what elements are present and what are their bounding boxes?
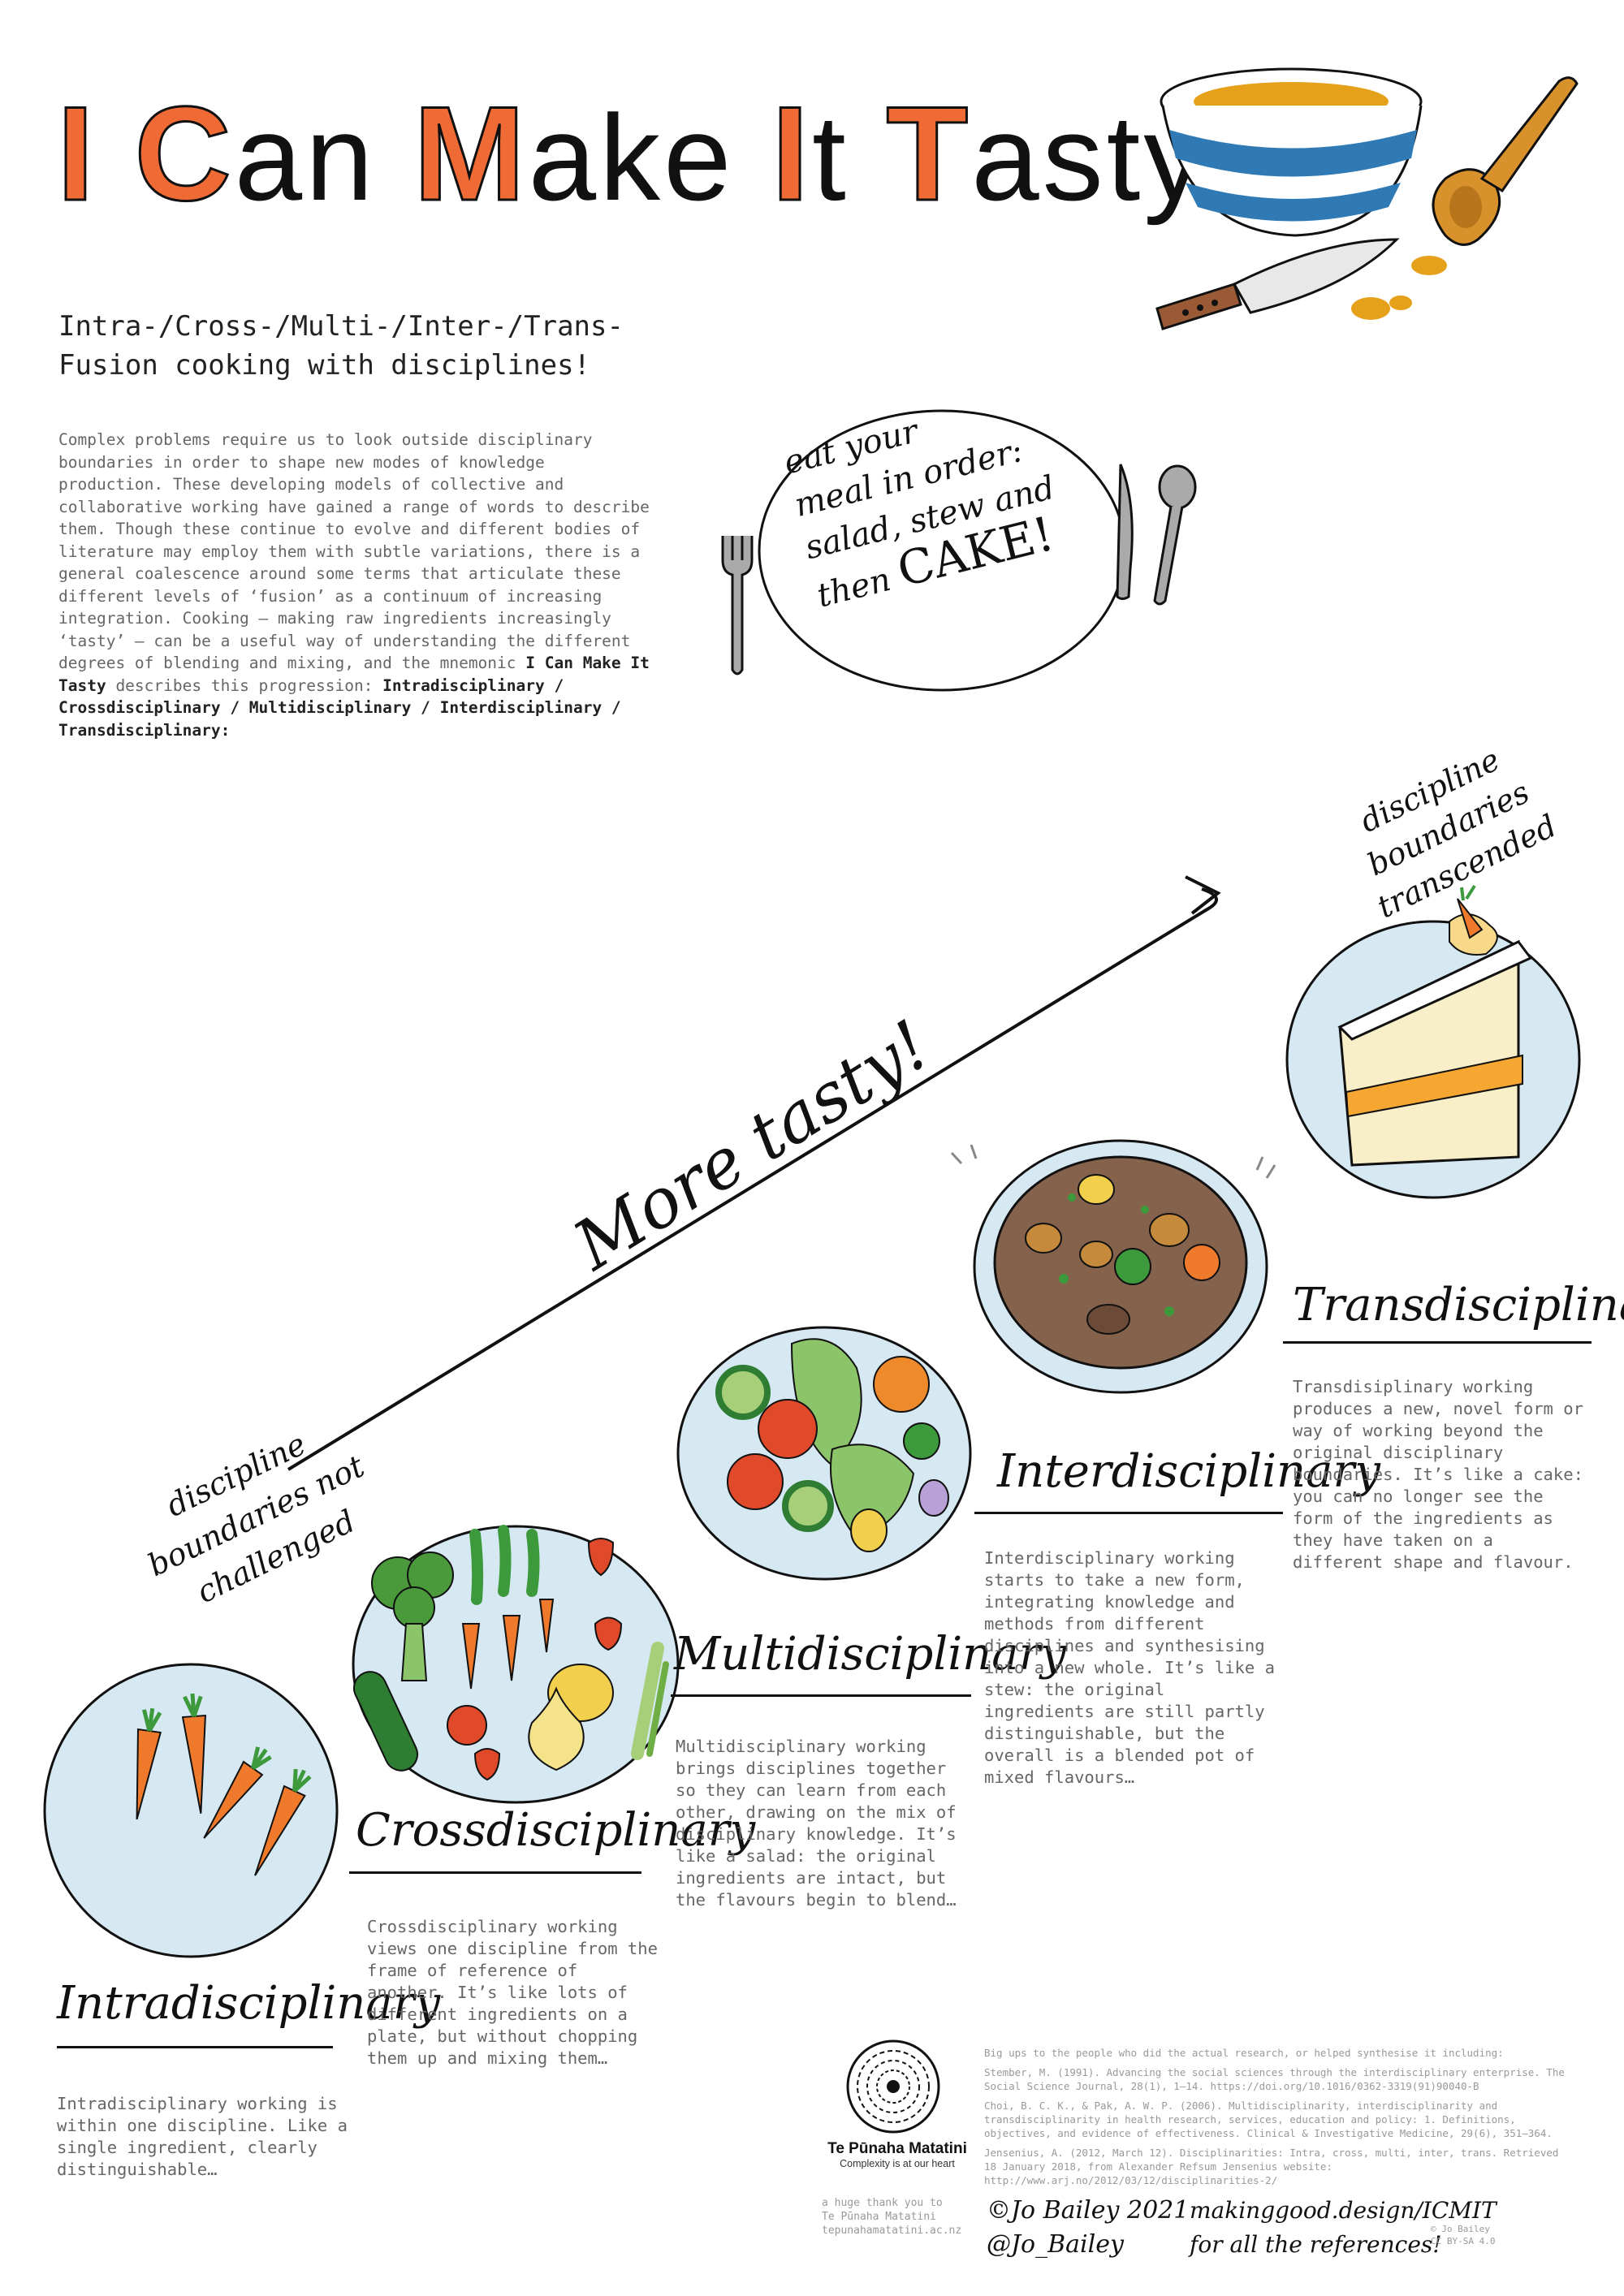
leek-icon	[631, 1642, 669, 1760]
strawberry-icon	[473, 1538, 623, 1781]
level-label-multi: Multidisciplinary	[674, 1628, 1067, 1681]
bowl-spoon-knife-illustration	[1155, 67, 1579, 330]
spilled-sauce-icon	[1351, 256, 1447, 320]
mixing-bowl-icon	[1160, 67, 1423, 237]
plate-note-illustration	[721, 409, 1197, 692]
multi-plate-illustration	[676, 1326, 972, 1581]
potato-piece-icon	[850, 1508, 888, 1552]
reference-item: Stember, M. (1991). Advancing the social…	[984, 2066, 1565, 2092]
peas-icon	[469, 1525, 540, 1605]
intra-plate-illustration	[43, 1663, 339, 1958]
tomato-icon	[447, 1705, 487, 1746]
reference-item: Jensenius, A. (2012, March 12). Discipli…	[984, 2147, 1559, 2186]
broccoli-icon	[371, 1552, 454, 1681]
inter-plate-illustration	[950, 1139, 1276, 1394]
carrots-icon	[136, 1693, 312, 1876]
stew-ingredients	[1025, 1174, 1220, 1335]
level-underline-inter	[974, 1512, 1283, 1514]
level-underline-cross	[349, 1871, 641, 1874]
level-desc-inter: Interdisciplinary working starts to take…	[984, 1548, 1275, 1787]
reference-item: Choi, B. C. K., & Pak, A. W. P. (2006). …	[984, 2100, 1553, 2139]
title-part-make: Make	[412, 78, 772, 230]
trans-plate-illustration	[1285, 884, 1581, 1199]
fork-icon	[721, 536, 754, 675]
website-link[interactable]: makinggood.design/ICMIT	[1190, 2197, 1497, 2224]
progression: Intradisciplinary / Crossdisciplinary / …	[58, 675, 621, 740]
level-underline-intra	[57, 2046, 333, 2048]
knife-icon	[1116, 464, 1134, 600]
mnemonic: I Can Make It Tasty	[58, 654, 650, 695]
level-label-inter: Interdisciplinary	[997, 1445, 1380, 1498]
wooden-spoon-icon	[1432, 76, 1579, 246]
te-punaha-matatini-logo-icon	[846, 2039, 940, 2134]
onion-icon	[528, 1686, 585, 1772]
subtitle-line-1: Intra-/Cross-/Multi-/Inter-/Trans-	[58, 310, 624, 343]
level-underline-multi	[671, 1694, 971, 1697]
spoon-icon	[1153, 464, 1197, 606]
level-desc-multi: Multidisciplinary working brings discipl…	[676, 1737, 957, 1910]
level-desc-intra: Intradisciplinary working is within one …	[57, 2094, 348, 2179]
title-part-it: It	[771, 78, 887, 230]
license-note: © Jo Bailey CC BY-SA 4.0	[1431, 2224, 1496, 2246]
level-desc-trans: Transdisiplinary working produces a new,…	[1293, 1377, 1583, 1572]
broccoli-floret-icon	[903, 1422, 940, 1460]
title-part-i: I	[56, 78, 97, 230]
website-note: makinggood.design/ICMIT for all the refe…	[1190, 2194, 1497, 2262]
cake-slice-icon	[1337, 884, 1533, 1167]
beetroot-icon	[918, 1479, 949, 1517]
level-label-intra: Intradisciplinary	[57, 1977, 441, 2030]
chef-knife-icon	[1155, 238, 1400, 330]
carrot-grated-icon	[873, 1356, 930, 1413]
cross-plate-illustration	[352, 1525, 680, 1804]
level-desc-cross: Crossdisciplinary working views one disc…	[367, 1917, 658, 2068]
plate	[43, 1663, 339, 1958]
intro-paragraph: Complex problems require us to look outs…	[58, 430, 650, 740]
cucumber-slices-icon	[715, 1365, 834, 1532]
level-label-trans: Transdisciplinary	[1293, 1279, 1624, 1331]
copyright-signature: ©Jo Bailey 2021 @Jo_Bailey	[987, 2196, 1190, 2259]
steam-lines	[950, 1144, 978, 1165]
title-part-can: Can	[133, 78, 414, 230]
references: Big ups to the people who did the actual…	[984, 2046, 1569, 2193]
cucumber-icon	[352, 1671, 419, 1772]
subtitle: Intra-/Cross-/Multi-/Inter-/Trans- Fusio…	[58, 307, 676, 385]
tomato-slices-icon	[727, 1399, 818, 1510]
level-underline-trans	[1283, 1341, 1592, 1344]
small-carrots-icon	[461, 1599, 555, 1690]
logo-text: Te Pūnaha Matatini Complexity is at our …	[827, 2140, 967, 2169]
subtitle-line-2: Fusion cooking with disciplines!	[58, 349, 591, 382]
thanks-note: a huge thank you to Te Pūnaha Matatini t…	[822, 2197, 962, 2237]
level-label-cross: Crossdisciplinary	[356, 1804, 756, 1857]
references-heading: Big ups to the people who did the actual…	[984, 2047, 1504, 2059]
